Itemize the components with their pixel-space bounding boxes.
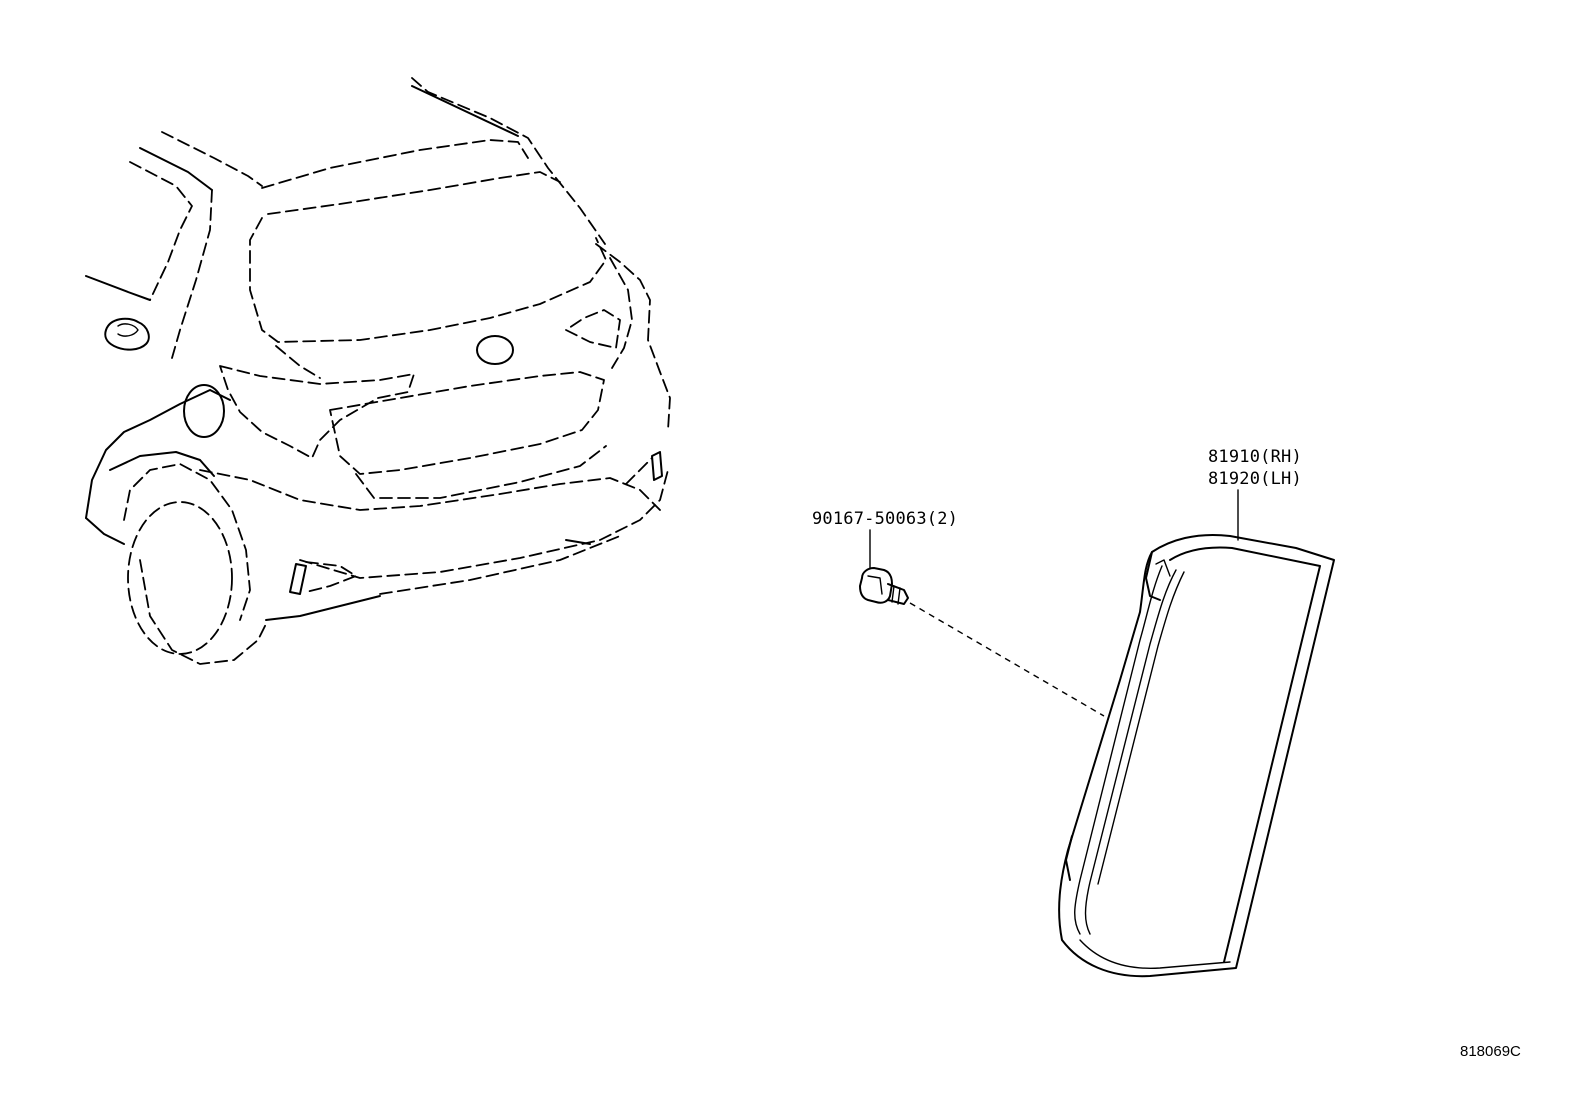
bolt-part-number-label: 90167-50063(2) xyxy=(812,509,958,529)
bolt-icon xyxy=(859,567,909,605)
rear-lamp-assembly-icon xyxy=(1058,533,1335,978)
bolt-install-line xyxy=(909,602,1105,717)
lamp-part-number-rh-label: 81910(RH) xyxy=(1208,447,1302,467)
vehicle-outline-icon xyxy=(85,77,671,665)
illustration-code-label: 818069C xyxy=(1460,1043,1521,1060)
lamp-part-number-lh-label: 81920(LH) xyxy=(1208,469,1302,489)
